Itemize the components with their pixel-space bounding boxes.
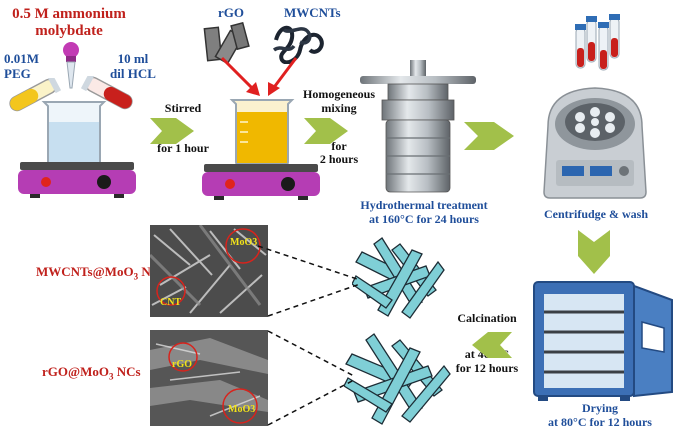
mwcnts-icon <box>272 25 324 64</box>
title-line1: 0.5 M ammonium <box>12 6 126 22</box>
centrifuge-label: Centrifudge & wash <box>544 207 648 221</box>
hydrothermal-label: Hydrothermal treatment at 160°C for 24 h… <box>344 198 504 227</box>
sem-label-rgo: rGO <box>172 359 192 370</box>
arrow-right-icon <box>150 118 194 144</box>
mixing-line2: mixing <box>321 100 357 115</box>
crystal-icon <box>352 237 445 319</box>
drying-line2: at 80°C for 12 hours <box>548 414 652 429</box>
drying-line1: Drying <box>582 401 618 415</box>
drying-label: Drying at 80°C for 12 hours <box>526 401 674 430</box>
centrifuge-icon <box>543 87 647 199</box>
hydrothermal-line2: at 160°C for 24 hours <box>369 211 479 226</box>
sem-label-moo3-top: MoO3 <box>230 237 258 248</box>
red-arrow-icon <box>268 57 298 96</box>
arrow-right-icon <box>304 118 348 144</box>
stirred-label: Stirred for 1 hour <box>150 101 216 156</box>
test-tube-icon <box>9 78 62 112</box>
hcl-line1: 10 ml <box>117 51 149 66</box>
mwcnt-moo3-prefix: MWCNTs@MoO <box>36 264 134 279</box>
peg-label: 0.01M PEG <box>4 51 40 82</box>
title-label: 0.5 M ammonium molybdate <box>8 6 130 41</box>
rgo-sheets-icon <box>203 22 250 65</box>
hotplate-icon <box>18 162 136 198</box>
rgo-label: rGO <box>218 5 244 20</box>
dropper-icon <box>63 42 79 89</box>
rgo-moo3-suffix: NCs <box>113 364 141 379</box>
test-tube-icon <box>80 76 133 110</box>
calcination-line1: Calcination <box>457 311 517 325</box>
peg-line2: PEG <box>4 65 31 81</box>
sem-label-moo3-bottom: MoO3 <box>228 404 256 415</box>
stirred-line2: for 1 hour <box>157 140 209 155</box>
mwcnt-moo3-sub: 3 <box>133 271 139 282</box>
test-tube-rack-icon <box>575 14 620 71</box>
hotplate-icon <box>202 164 320 200</box>
sem-label-cnt: CNT <box>160 297 182 308</box>
rgo-moo3-label: rGO@MoO3 NCs <box>42 364 141 382</box>
rgo-moo3-prefix: rGO@MoO <box>42 364 109 379</box>
title-line2: molybdate <box>35 23 103 40</box>
crystal-icon <box>344 333 451 425</box>
arrow-left-icon <box>472 332 512 358</box>
beaker-icon <box>229 99 295 165</box>
mixing-label: Homogeneous mixing for 2 hours <box>298 87 380 167</box>
mixing-line4: 2 hours <box>319 152 359 167</box>
mixing-line3: for <box>331 138 347 153</box>
hcl-line2: dil HCL <box>110 65 156 81</box>
mixing-line1: Homogeneous <box>303 87 375 101</box>
oven-icon <box>533 281 673 401</box>
arrow-down-icon <box>578 230 610 274</box>
red-arrow-icon <box>220 56 260 96</box>
peg-line1: 0.01M <box>4 51 40 66</box>
calcination-line3: for 12 hours <box>455 360 519 375</box>
sem-image-mwcnt <box>150 225 268 317</box>
hcl-label: 10 ml dil HCL <box>110 51 156 82</box>
arrow-right-icon <box>464 122 514 150</box>
rgo-moo3-sub: 3 <box>108 371 114 382</box>
sem-image-rgo <box>150 330 268 426</box>
mwcnts-label: MWCNTs <box>284 5 341 20</box>
autoclave-icon <box>360 60 476 193</box>
hydrothermal-line1: Hydrothermal treatment <box>360 198 488 212</box>
beaker-icon <box>41 101 107 165</box>
stirred-line1: Stirred <box>164 101 202 115</box>
